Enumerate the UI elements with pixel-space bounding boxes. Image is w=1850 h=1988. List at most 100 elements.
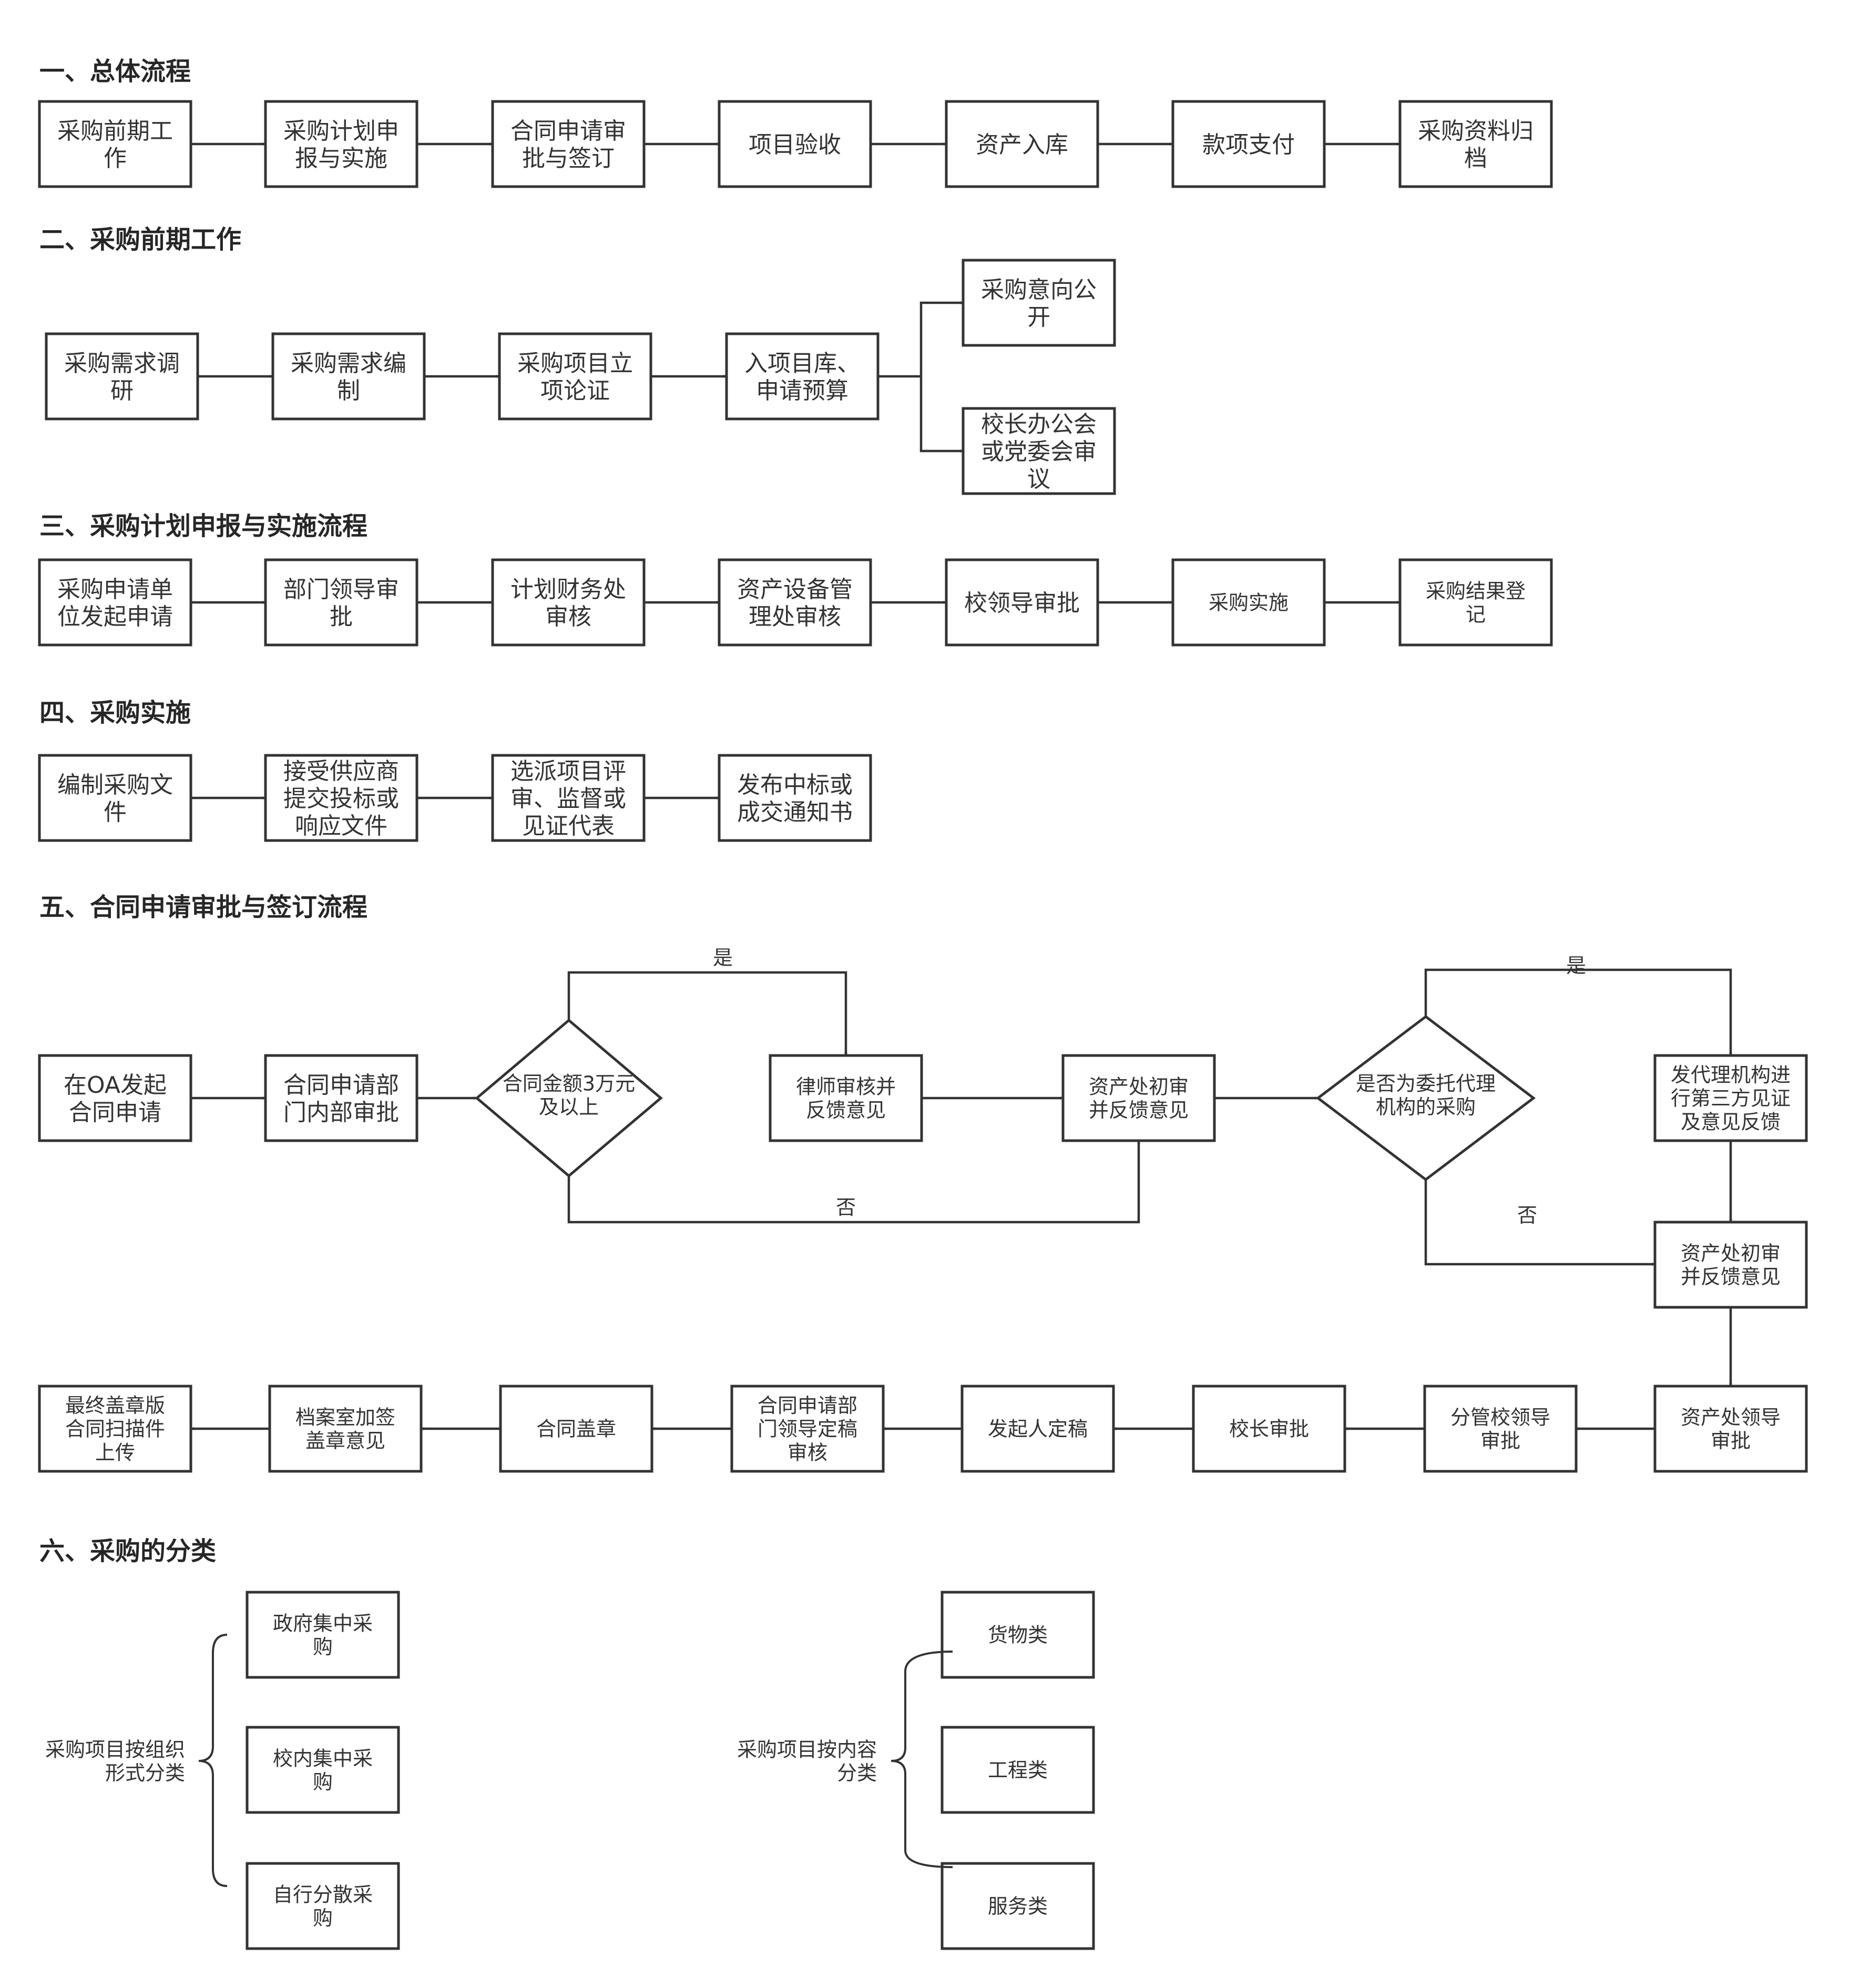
by-org-item-1-box: [246, 1591, 400, 1679]
overall-step-4[interactable]: 项目验收: [718, 100, 872, 188]
overall-step-2-box: [264, 100, 418, 188]
overall-step-5[interactable]: 资产入库: [945, 100, 1099, 188]
overall-step-6-label-line: 款项支付: [1202, 131, 1295, 158]
by-content-item-1-box: [941, 1591, 1095, 1679]
by-org-item-2-box: [246, 1726, 400, 1814]
by-org-item-1-label-line: 购: [313, 1635, 333, 1658]
contract-president-label-line: 校长审批: [1229, 1418, 1309, 1441]
overall-step-2-label-line: 采购计划申: [283, 118, 399, 145]
contract-arrow-no-2: [1424, 1180, 1655, 1266]
by-content-item-1[interactable]: 货物类: [941, 1591, 1095, 1679]
contract-seal-box: [499, 1385, 653, 1473]
contract-dept-review-box: [264, 1054, 418, 1142]
contract-lawyer-label-line: 律师审核并: [796, 1075, 896, 1098]
contract-upload-box: [38, 1385, 192, 1473]
overall-step-1-label-line: 作: [104, 145, 127, 172]
preliminary-step-2-label-line: 制: [337, 377, 360, 404]
preliminary-step-5-box: [962, 259, 1116, 347]
contract-vp-approval-label-line: 审批: [1480, 1429, 1520, 1452]
preliminary-step-6-label-line: 校长办公会: [981, 411, 1097, 438]
section-title-preliminary: 二、采购前期工作: [39, 225, 241, 254]
preliminary-step-6-box: [962, 407, 1116, 495]
contract-initiator-final-label-line: 发起人定稿: [988, 1418, 1088, 1441]
preliminary-step-4[interactable]: 入项目库、申请预算: [725, 332, 880, 421]
preliminary-step-1-label-line: 采购需求调: [64, 350, 180, 377]
implementation-step-3-box: [491, 754, 646, 842]
overall-step-3[interactable]: 合同申请审批与签订: [491, 100, 646, 188]
contract-archive-sign-label-line: 档案室加签: [295, 1406, 395, 1429]
contract-decision-agency-label-line: 机构的采购: [1376, 1095, 1476, 1119]
contract-asset-leader-label-line: 审批: [1711, 1429, 1751, 1452]
overall-step-7-label-line: 采购资料归: [1418, 118, 1534, 145]
yes-label-2: 是: [1566, 954, 1586, 977]
plan-step-6[interactable]: 采购实施: [1171, 558, 1326, 647]
overall-step-5-label-line: 资产入库: [976, 131, 1068, 158]
plan-step-5[interactable]: 校领导审批: [945, 558, 1099, 647]
by-content-label-label-line: 采购项目按内容: [737, 1738, 877, 1761]
contract-asset-first-label-line: 并反馈意见: [1089, 1099, 1189, 1122]
contract-arrow-yes-2: [1424, 968, 1732, 1056]
contract-president[interactable]: 校长审批: [1192, 1385, 1346, 1473]
overall-step-4-label-line: 项目验收: [749, 131, 841, 158]
preliminary-step-2-box: [271, 332, 426, 421]
overall-step-6-box: [1171, 100, 1326, 188]
preliminary-step-3-label-line: 采购项目立: [517, 350, 633, 377]
contract-seal-label-line: 合同盖章: [536, 1418, 616, 1441]
plan-step-1-label-line: 位发起申请: [57, 603, 173, 630]
implementation-step-1-box: [38, 754, 192, 842]
contract-seal[interactable]: 合同盖章: [499, 1385, 653, 1473]
preliminary-step-1-label-line: 研: [110, 377, 134, 404]
preliminary-step-4-label-line: 入项目库、: [744, 350, 860, 377]
plan-step-2-box: [264, 558, 418, 647]
contract-asset-first-2-box: [1653, 1221, 1808, 1309]
plan-step-5-box: [945, 558, 1099, 647]
overall-step-6[interactable]: 款项支付: [1171, 100, 1326, 188]
by-org-item-3-label-line: 自行分散采: [273, 1883, 373, 1906]
contract-agency-witness-label-line: 行第三方见证: [1671, 1087, 1791, 1110]
overall-step-1[interactable]: 采购前期工作: [38, 100, 192, 188]
contract-initiator-final[interactable]: 发起人定稿: [960, 1385, 1115, 1473]
contract-vp-approval-label-line: 分管校领导: [1450, 1406, 1550, 1429]
overall-step-2[interactable]: 采购计划申报与实施: [264, 100, 418, 188]
contract-asset-first-label-line: 资产处初审: [1089, 1075, 1189, 1098]
by-content-item-3[interactable]: 服务类: [941, 1862, 1095, 1950]
plan-step-1-box: [38, 558, 192, 647]
yes-label-1: 是: [713, 946, 733, 969]
brace-by-content: [891, 1651, 953, 1868]
preliminary-step-6-label-line: 议: [1027, 466, 1050, 493]
by-org-item-3-label-line: 购: [313, 1907, 333, 1930]
by-content-item-2[interactable]: 工程类: [941, 1726, 1095, 1814]
